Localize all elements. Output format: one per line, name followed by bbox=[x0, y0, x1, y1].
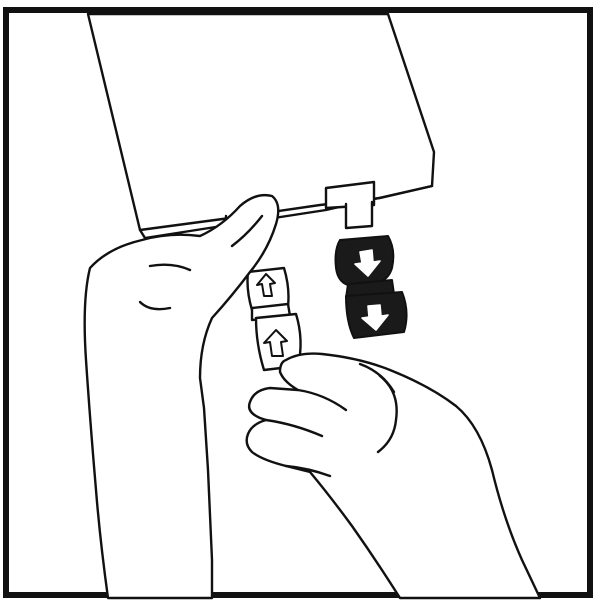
right-hand bbox=[247, 354, 540, 598]
left-hand bbox=[85, 195, 279, 598]
dark-connector bbox=[326, 182, 407, 338]
light-connector bbox=[248, 268, 301, 370]
